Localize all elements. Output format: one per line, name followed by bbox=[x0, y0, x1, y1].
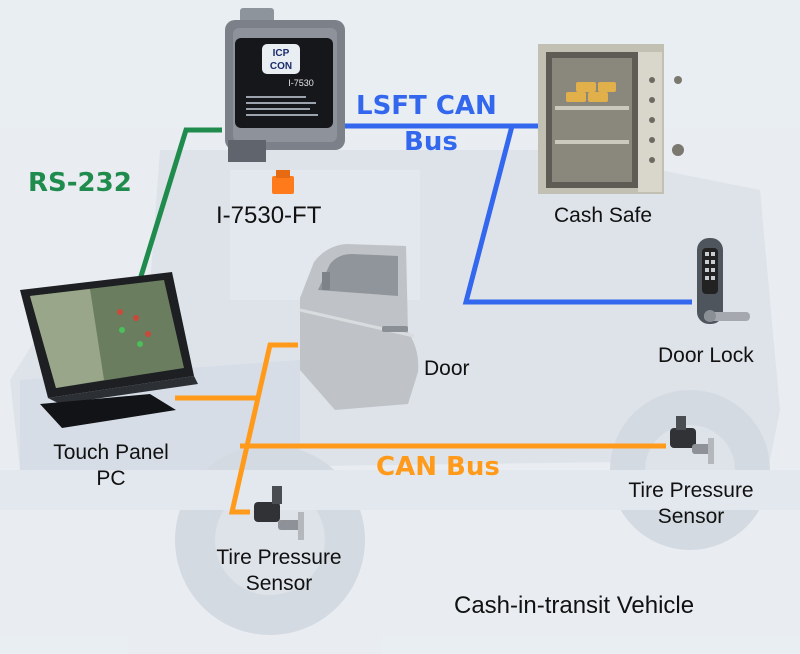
device-model-text: I-7530 bbox=[288, 78, 314, 88]
converter-label: I-7530-FT bbox=[216, 202, 322, 229]
can-bus-label: CAN Bus bbox=[376, 452, 500, 482]
door-label: Door bbox=[424, 357, 470, 380]
can-bus-lines bbox=[175, 342, 666, 515]
door-lock bbox=[697, 238, 750, 324]
touch-panel-label-line2: PC bbox=[96, 467, 126, 490]
icpcon-logo: ICP CON bbox=[262, 44, 300, 74]
tire-sensor-right-label-line2: Sensor bbox=[657, 505, 725, 528]
tire-pressure-sensor-left bbox=[254, 486, 304, 540]
rs232-line bbox=[135, 127, 222, 287]
tire-sensor-left-label-line1: Tire Pressure bbox=[216, 546, 342, 569]
lsft-can-bus-lines bbox=[330, 123, 692, 305]
cash-safe-label: Cash Safe bbox=[554, 204, 653, 227]
tire-sensor-left-label-line2: Sensor bbox=[245, 572, 313, 595]
touch-panel-label: Touch Panel PC bbox=[40, 440, 182, 492]
svg-text:CON: CON bbox=[270, 61, 292, 72]
i-7530-converter: ICP CON I-7530 bbox=[225, 8, 345, 194]
vehicle-caption: Cash-in-transit Vehicle bbox=[454, 592, 695, 619]
tire-pressure-sensor-right bbox=[670, 416, 714, 464]
door-lock-label: Door Lock bbox=[658, 344, 754, 367]
tire-sensor-right-label: Tire Pressure Sensor bbox=[608, 478, 774, 530]
rs232-label: RS-232 bbox=[28, 168, 132, 198]
tire-sensor-left-label: Tire Pressure Sensor bbox=[196, 545, 362, 597]
touch-panel-pc bbox=[20, 272, 198, 428]
lsft-can-label-line2: Bus bbox=[404, 127, 458, 157]
car-door bbox=[299, 244, 419, 410]
lsft-can-label-line1: LSFT CAN bbox=[356, 91, 497, 121]
touch-panel-label-line1: Touch Panel bbox=[53, 441, 169, 464]
cash-safe bbox=[538, 44, 684, 194]
tire-sensor-right-label-line1: Tire Pressure bbox=[628, 479, 754, 502]
svg-text:ICP: ICP bbox=[273, 48, 290, 59]
